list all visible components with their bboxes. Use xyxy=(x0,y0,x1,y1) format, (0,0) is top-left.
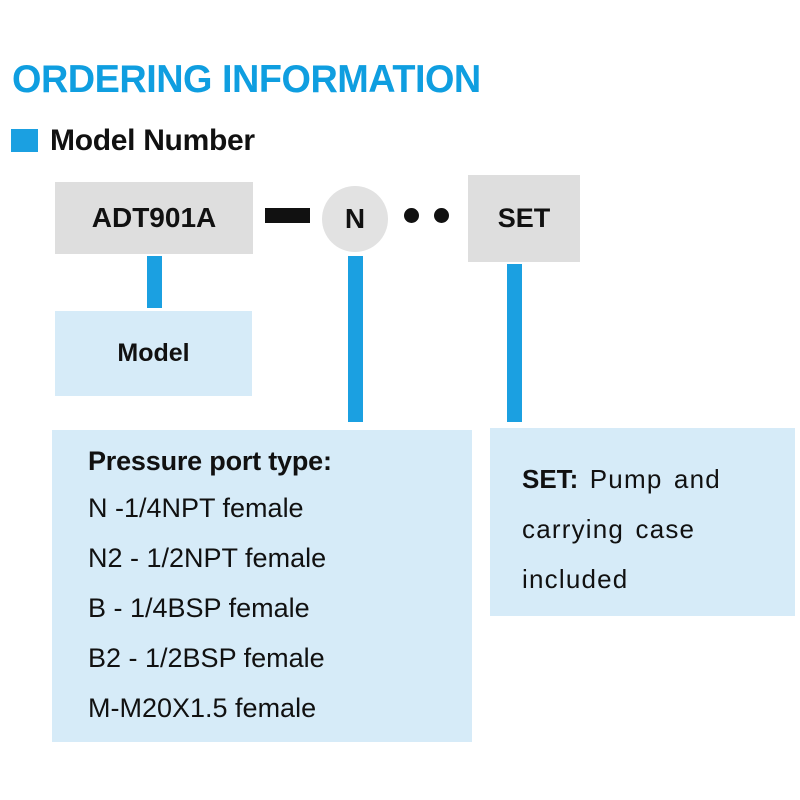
section-heading-model-number: Model Number xyxy=(50,124,255,157)
connector-bar-model xyxy=(147,256,162,308)
port-code-circle: N xyxy=(322,186,388,252)
blue-square-bullet-icon xyxy=(11,129,38,152)
set-description-text: SET: Pump and carrying case included xyxy=(522,454,795,604)
set-description-key: SET: xyxy=(522,464,579,494)
pressure-port-option: N2 - 1/2NPT female xyxy=(88,543,327,573)
pressure-port-heading: Pressure port type: xyxy=(88,446,332,476)
dot-separator-icon xyxy=(404,208,419,223)
dash-separator-icon xyxy=(265,208,310,223)
pressure-port-option: B - 1/4BSP female xyxy=(88,593,310,623)
model-code-box: ADT901A xyxy=(55,182,253,254)
set-code-box: SET xyxy=(468,175,580,262)
dot-separator-icon xyxy=(434,208,449,223)
set-description-body: Pump and carrying case included xyxy=(522,464,721,594)
pressure-port-option: N -1/4NPT female xyxy=(88,493,304,523)
panel-pressure-port-type: Pressure port type: N -1/4NPT female N2 … xyxy=(52,430,472,742)
pressure-port-option: M-M20X1.5 female xyxy=(88,693,317,723)
panel-set-description: SET: Pump and carrying case included xyxy=(490,428,795,616)
page-title: ORDERING INFORMATION xyxy=(12,58,481,101)
panel-model: Model xyxy=(55,311,252,396)
connector-bar-set xyxy=(507,264,522,422)
pressure-port-option: B2 - 1/2BSP female xyxy=(88,643,325,673)
panel-model-title: Model xyxy=(117,339,190,367)
connector-bar-pressure-port xyxy=(348,256,363,422)
